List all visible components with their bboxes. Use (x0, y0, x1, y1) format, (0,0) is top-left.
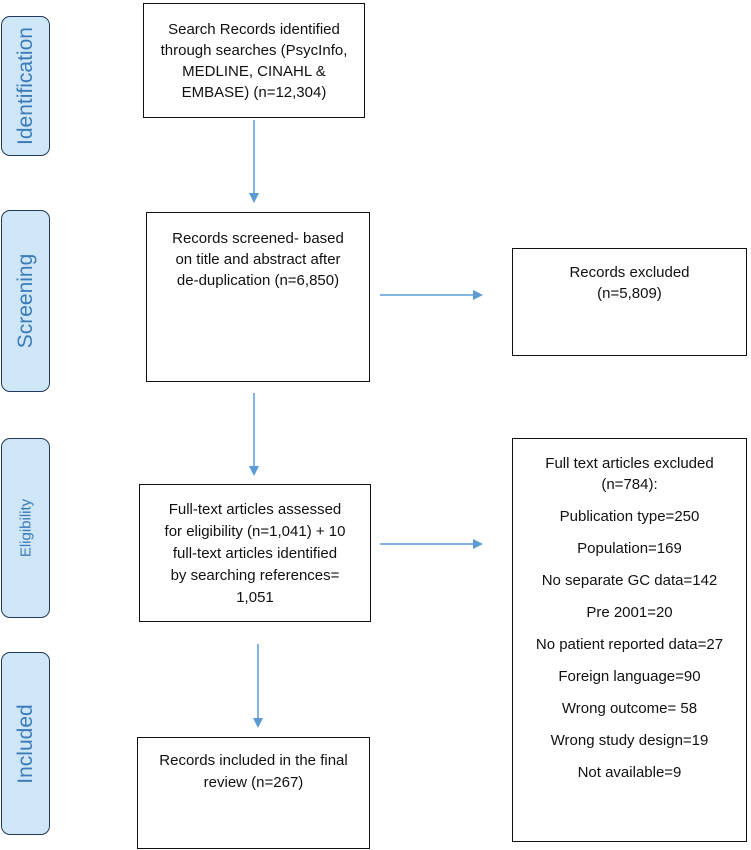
records-excluded-line: (n=5,809) (597, 285, 662, 302)
stage-identification: Identification (1, 16, 50, 156)
eligibility-line: by searching references= (170, 567, 340, 584)
identification-line: EMBASE) (n=12,304) (181, 84, 327, 101)
included-line: review (n=267) (203, 774, 304, 791)
eligibility-box: Full-text articles assessed for eligibil… (139, 484, 371, 622)
fulltext-excluded-box: Full text articles excluded (n=784): Pub… (512, 438, 747, 842)
eligibility-line: full-text articles identified (172, 545, 338, 562)
eligibility-line: 1,051 (236, 589, 274, 606)
screening-line: de-duplication (n=6,850) (176, 272, 340, 289)
stage-included: Included (1, 652, 50, 835)
exclusion-reason: Publication type=250 (559, 508, 700, 525)
eligibility-line: for eligibility (n=1,041) + 10 (164, 523, 346, 540)
fulltext-excluded-header: Full text articles excluded (545, 455, 714, 472)
included-line: Records included in the final (159, 752, 348, 769)
identification-line: Search Records identified (168, 21, 340, 38)
exclusion-reason: Foreign language=90 (558, 668, 701, 685)
exclusion-reason: Wrong study design=19 (550, 732, 709, 749)
records-excluded-box: Records excluded (n=5,809) (512, 248, 747, 356)
exclusion-reason: No patient reported data=27 (535, 636, 724, 653)
stage-screening: Screening (1, 210, 50, 392)
identification-box: Search Records identified through search… (143, 3, 365, 118)
stage-included-label: Included (13, 703, 37, 784)
exclusion-reason: Pre 2001=20 (586, 604, 673, 621)
records-excluded-line: Records excluded (569, 264, 690, 281)
exclusion-reason: Wrong outcome= 58 (561, 700, 698, 717)
screening-box: Records screened- based on title and abs… (146, 212, 370, 382)
eligibility-line: Full-text articles assessed (168, 501, 342, 518)
screening-line: on title and abstract after (175, 251, 341, 268)
stage-screening-label: Screening (13, 253, 37, 349)
exclusion-reason: No separate GC data=142 (541, 572, 718, 589)
identification-line: through searches (PsycInfo, (160, 42, 348, 59)
stage-eligibility: Eligibility (1, 438, 50, 618)
identification-line: MEDLINE, CINAHL & (182, 63, 326, 80)
exclusion-reason: Population=169 (577, 540, 682, 557)
stage-eligibility-label: Eligibility (17, 498, 34, 558)
stage-identification-label: Identification (13, 27, 37, 145)
included-box: Records included in the final review (n=… (137, 737, 370, 849)
fulltext-excluded-header: (n=784): (601, 476, 658, 493)
exclusion-reason: Not available=9 (577, 764, 682, 781)
screening-line: Records screened- based (172, 230, 344, 247)
